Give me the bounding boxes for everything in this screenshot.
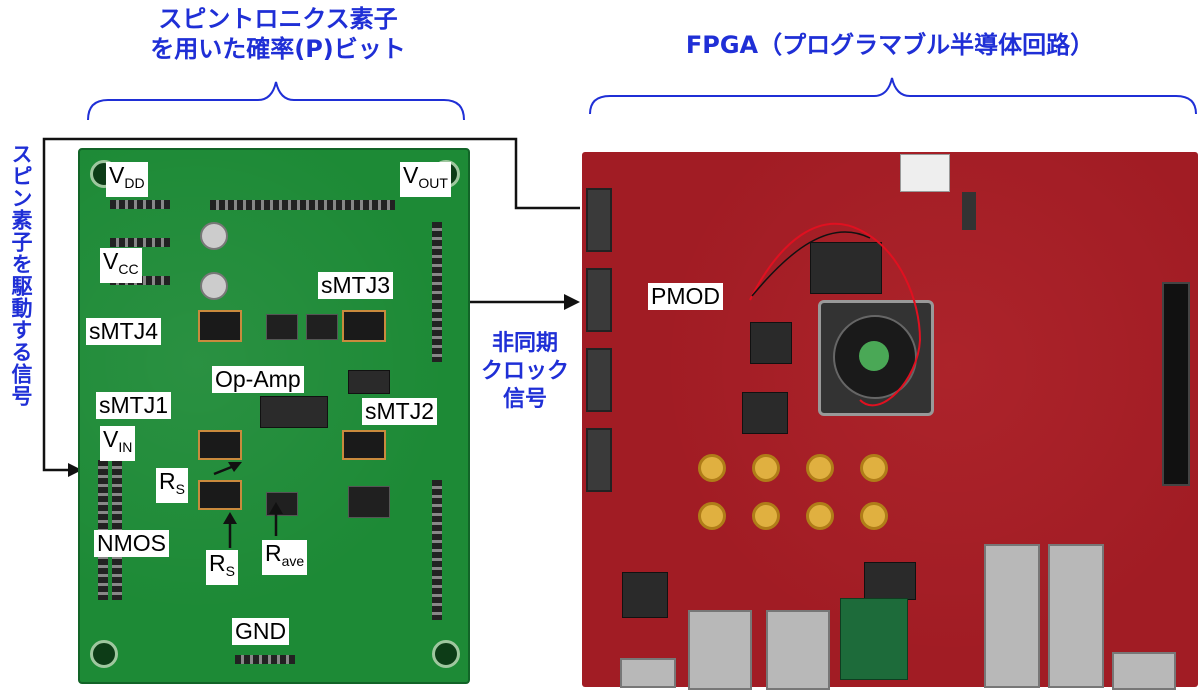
- cooling-fan: [818, 300, 934, 416]
- rs-label-lower: RS: [206, 550, 238, 585]
- top-header: [210, 200, 395, 210]
- socket: [266, 314, 298, 340]
- socket: [348, 486, 390, 518]
- chip: [198, 480, 242, 510]
- vdd-label-main: V: [109, 162, 125, 188]
- fmc-connector: [1162, 282, 1190, 486]
- sma-connector: [806, 454, 834, 482]
- rs-lower-sub: S: [225, 563, 235, 579]
- chip: [622, 572, 668, 618]
- smtj1-label: sMTJ1: [96, 392, 171, 419]
- sma-connector: [860, 502, 888, 530]
- rave-label-sub: ave: [281, 553, 305, 569]
- sma-connector: [752, 454, 780, 482]
- vin-label-sub: IN: [118, 439, 133, 455]
- left-title-line1: スピントロニクス素子: [158, 5, 398, 33]
- vout-label-main: V: [403, 162, 419, 188]
- chip: [864, 562, 916, 600]
- socket: [306, 314, 338, 340]
- capacitor: [200, 272, 228, 300]
- fan-hub: [859, 341, 889, 371]
- async-clock-line2: クロック: [480, 359, 569, 384]
- vdd-label-sub: DD: [124, 175, 145, 191]
- smtj2-chip: [342, 430, 386, 460]
- sma-connector: [860, 454, 888, 482]
- fpga-chip: [810, 242, 882, 294]
- vout-label: VOUT: [400, 162, 451, 197]
- rave-label-main: R: [265, 540, 282, 566]
- smtj1-chip: [198, 430, 242, 460]
- drive-signal-arrowhead: [68, 463, 82, 477]
- vdd-header: [110, 200, 170, 209]
- ethernet-port: [688, 610, 752, 690]
- vcc-label-main: V: [103, 248, 119, 274]
- hdmi-port: [620, 658, 676, 688]
- chip: [348, 370, 390, 394]
- power-switch: [962, 192, 976, 230]
- header: [110, 238, 170, 247]
- smtj4-label: sMTJ4: [86, 318, 161, 345]
- nmos-label: NMOS: [94, 530, 169, 557]
- pmod-connector: [586, 268, 612, 332]
- sfp-cage: [1048, 544, 1104, 688]
- chip: [750, 322, 792, 364]
- fan-rotor: [833, 315, 917, 399]
- fpga-board: [582, 152, 1198, 690]
- async-clock-line3: 信号: [502, 387, 547, 412]
- async-clock-label: 非同期 クロック 信号: [470, 330, 580, 414]
- sma-connector: [806, 502, 834, 530]
- capacitor: [200, 222, 228, 250]
- mount-hole: [432, 640, 460, 668]
- smtj3-label: sMTJ3: [318, 272, 393, 299]
- port: [1112, 652, 1176, 690]
- drive-signal-line: [42, 137, 580, 472]
- smtj4-chip: [198, 310, 242, 342]
- rs-upper-main: R: [159, 468, 176, 494]
- rs-label-upper: RS: [156, 468, 188, 503]
- right-header: [432, 480, 442, 620]
- rs-upper-sub: S: [175, 481, 185, 497]
- async-clock-line1: 非同期: [491, 331, 558, 356]
- gnd-label: GND: [232, 618, 290, 645]
- sfp-cage: [984, 544, 1040, 688]
- pmod-label: PMOD: [648, 283, 723, 310]
- pmod-connector: [586, 428, 612, 492]
- smtj2-label: sMTJ2: [362, 398, 437, 425]
- vin-label-main: V: [103, 426, 119, 452]
- gnd-header: [235, 655, 295, 664]
- right-title: FPGA（プログラマブル半導体回路）: [685, 31, 1095, 59]
- mount-hole: [90, 640, 118, 668]
- vcc-label: VCC: [100, 248, 142, 283]
- opamp-label: Op-Amp: [212, 366, 304, 393]
- right-brace: [589, 77, 1197, 115]
- left-title: スピントロニクス素子 を用いた確率(P)ビット: [108, 4, 448, 64]
- ethernet-port: [766, 610, 830, 690]
- pmod-connector: [586, 348, 612, 412]
- vout-label-sub: OUT: [418, 175, 448, 191]
- rs-lower-main: R: [209, 550, 226, 576]
- smtj3-chip: [342, 310, 386, 342]
- sma-connector: [698, 502, 726, 530]
- vout-header: [432, 222, 442, 362]
- chip: [742, 392, 788, 434]
- sma-connector: [752, 502, 780, 530]
- vin-label: VIN: [100, 426, 136, 461]
- drive-signal-label: スピン素子を駆動する信号: [9, 143, 33, 407]
- rave-label: Rave: [262, 540, 308, 575]
- clock-signal-arrowhead: [564, 294, 580, 310]
- vdd-label: VDD: [106, 162, 148, 197]
- daughter-board: [840, 598, 908, 680]
- socket: [266, 492, 298, 516]
- vcc-label-sub: CC: [118, 261, 139, 277]
- left-brace: [87, 81, 465, 121]
- power-connector: [900, 154, 950, 192]
- sma-connector: [698, 454, 726, 482]
- left-title-line2: を用いた確率(P)ビット: [150, 35, 406, 63]
- opamp-chip: [260, 396, 328, 428]
- pmod-connector: [586, 188, 612, 252]
